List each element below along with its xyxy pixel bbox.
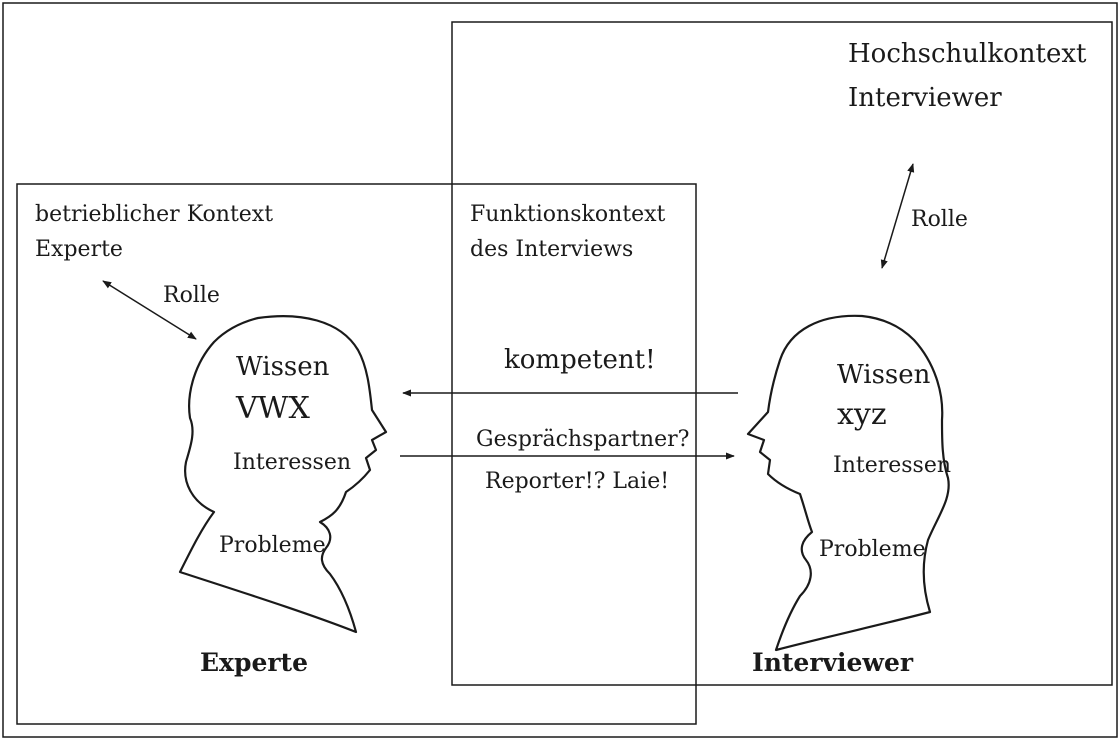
betrieblicher-kontext-label: betrieblicher Kontext (35, 202, 273, 227)
hochschulkontext-box (451, 21, 1113, 686)
des-interviews-label: des Interviews (470, 237, 633, 262)
interviewer-head-silhouette (746, 314, 950, 652)
interviewer-knowledge-code: xyz (837, 397, 887, 432)
rolle-arrow-right (880, 163, 915, 269)
expert-interessen-label: Interessen (233, 450, 351, 475)
expert-knowledge-code: VWX (235, 391, 311, 426)
interviewer-role-label: Interviewer (848, 83, 1002, 113)
expert-name-label: Experte (200, 648, 308, 677)
funktionskontext-label: Funktionskontext (470, 202, 666, 227)
kompetent-label: kompetent! (504, 345, 656, 375)
gespraechspartner-label: Gesprächspartner? (476, 427, 689, 452)
rolle-left-label: Rolle (163, 283, 220, 308)
expert-head-silhouette (178, 315, 388, 634)
expert-probleme-label: Probleme (219, 533, 326, 558)
experte-role-label: Experte (35, 237, 123, 262)
interviewer-probleme-label: Probleme (819, 537, 926, 562)
rolle-arrow-left (102, 280, 197, 340)
betrieblicher-kontext-box (16, 183, 697, 725)
interviewer-name-label: Interviewer (752, 648, 914, 677)
expert-wissen-label: Wissen (236, 352, 330, 382)
interviewer-interessen-label: Interessen (833, 453, 951, 478)
rolle-right-label: Rolle (911, 207, 968, 232)
hochschulkontext-label: Hochschulkontext (848, 39, 1087, 69)
reporter-laie-label: Reporter!? Laie! (485, 469, 669, 494)
interviewer-wissen-label: Wissen (837, 360, 931, 390)
